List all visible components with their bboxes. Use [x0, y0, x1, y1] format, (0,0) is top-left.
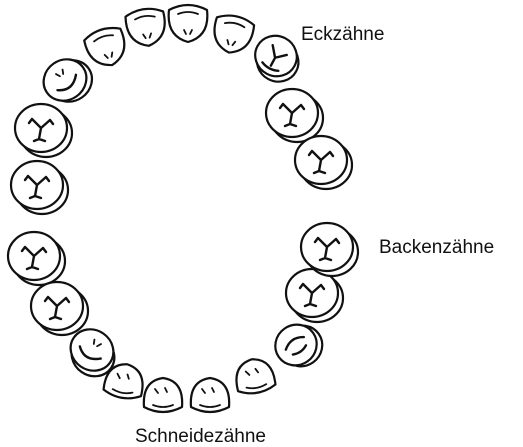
upper-tooth-premolar [36, 49, 101, 113]
label-eckzaehne: Eckzähne [301, 24, 384, 45]
lower-tooth-incisor [233, 356, 277, 396]
lower-tooth-canine [267, 314, 330, 376]
upper-tooth-incisor [169, 5, 208, 42]
upper-tooth-molar [15, 104, 72, 157]
label-backenzaehne: Backenzähne [379, 237, 494, 258]
lower-tooth-incisor [144, 378, 182, 412]
lower-tooth-molar [31, 282, 88, 335]
upper-tooth-incisor [82, 24, 130, 71]
upper-tooth-incisor [210, 12, 256, 56]
upper-tooth-canine [246, 28, 307, 88]
upper-tooth-molar [266, 89, 323, 142]
upper-tooth-molar [295, 136, 352, 189]
lower-tooth-incisor [191, 378, 229, 412]
upper-tooth-molar [11, 161, 68, 214]
lower-tooth-molar [8, 232, 65, 285]
teeth-layer [8, 5, 358, 412]
label-schneidezaehne: Schneidezähne [135, 426, 266, 447]
upper-tooth-incisor [124, 6, 167, 48]
